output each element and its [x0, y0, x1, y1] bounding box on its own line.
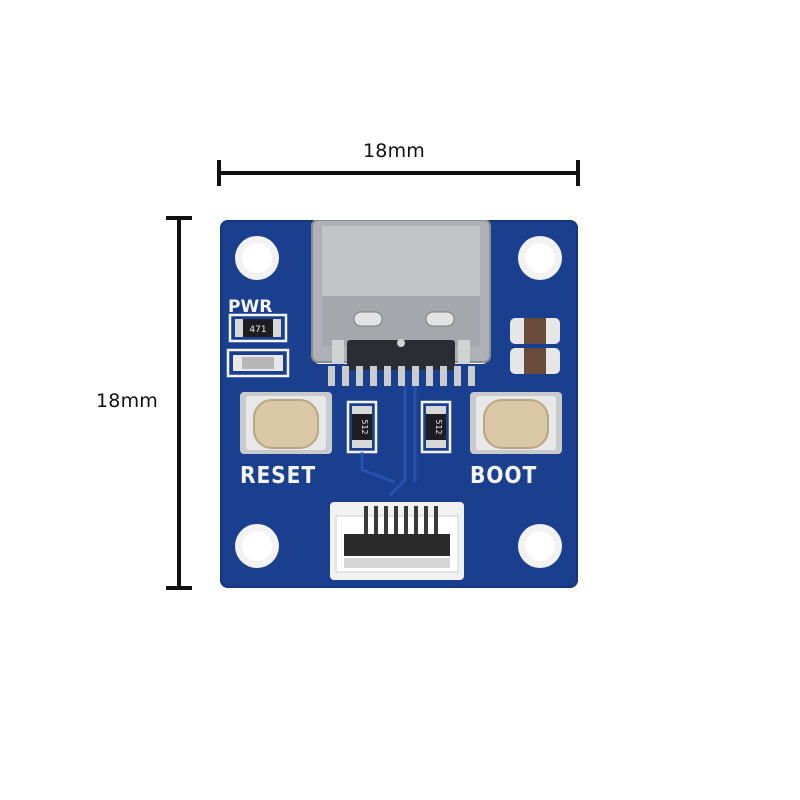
width-dimension-line: [218, 171, 580, 175]
width-dimension-right-cap: [576, 160, 580, 186]
reset-silkscreen-label: RESET: [240, 463, 317, 489]
mounting-hole-bottom-right: [518, 524, 562, 568]
cc-resistor-left-code: 512: [360, 419, 369, 434]
pwr-silkscreen-label: PWR: [228, 297, 273, 317]
height-dimension-bottom-cap: [166, 586, 192, 590]
led-resistor: 471: [228, 313, 288, 343]
pcb-board: 471: [220, 220, 578, 588]
capacitor-top-right: [510, 318, 560, 344]
power-led: [226, 348, 290, 378]
capacitor-bottom-right: [510, 348, 560, 374]
width-dimension-left-cap: [217, 160, 221, 186]
cc-resistor-right: 512: [420, 400, 452, 454]
usb-c-connector: [311, 220, 491, 370]
boot-silkscreen-label: BOOT: [470, 463, 538, 489]
boot-button: [470, 392, 562, 454]
mounting-hole-top-right: [518, 236, 562, 280]
usb-c-pins: [328, 366, 475, 386]
reset-button: [240, 392, 332, 454]
pcb-traces: [360, 386, 417, 497]
mounting-hole-top-left: [235, 236, 279, 280]
cc-resistor-left: 512: [346, 400, 378, 454]
led-resistor-code: 471: [249, 325, 266, 335]
mounting-hole-bottom-left: [235, 524, 279, 568]
pcb-artwork: 471: [226, 220, 562, 580]
height-dimension-label: 18mm: [96, 390, 158, 412]
cc-resistor-right-code: 512: [434, 419, 443, 434]
height-dimension-top-cap: [166, 216, 192, 220]
width-dimension-label: 18mm: [363, 140, 425, 162]
fpc-connector-pins: [364, 506, 438, 534]
height-dimension-line: [177, 218, 181, 590]
